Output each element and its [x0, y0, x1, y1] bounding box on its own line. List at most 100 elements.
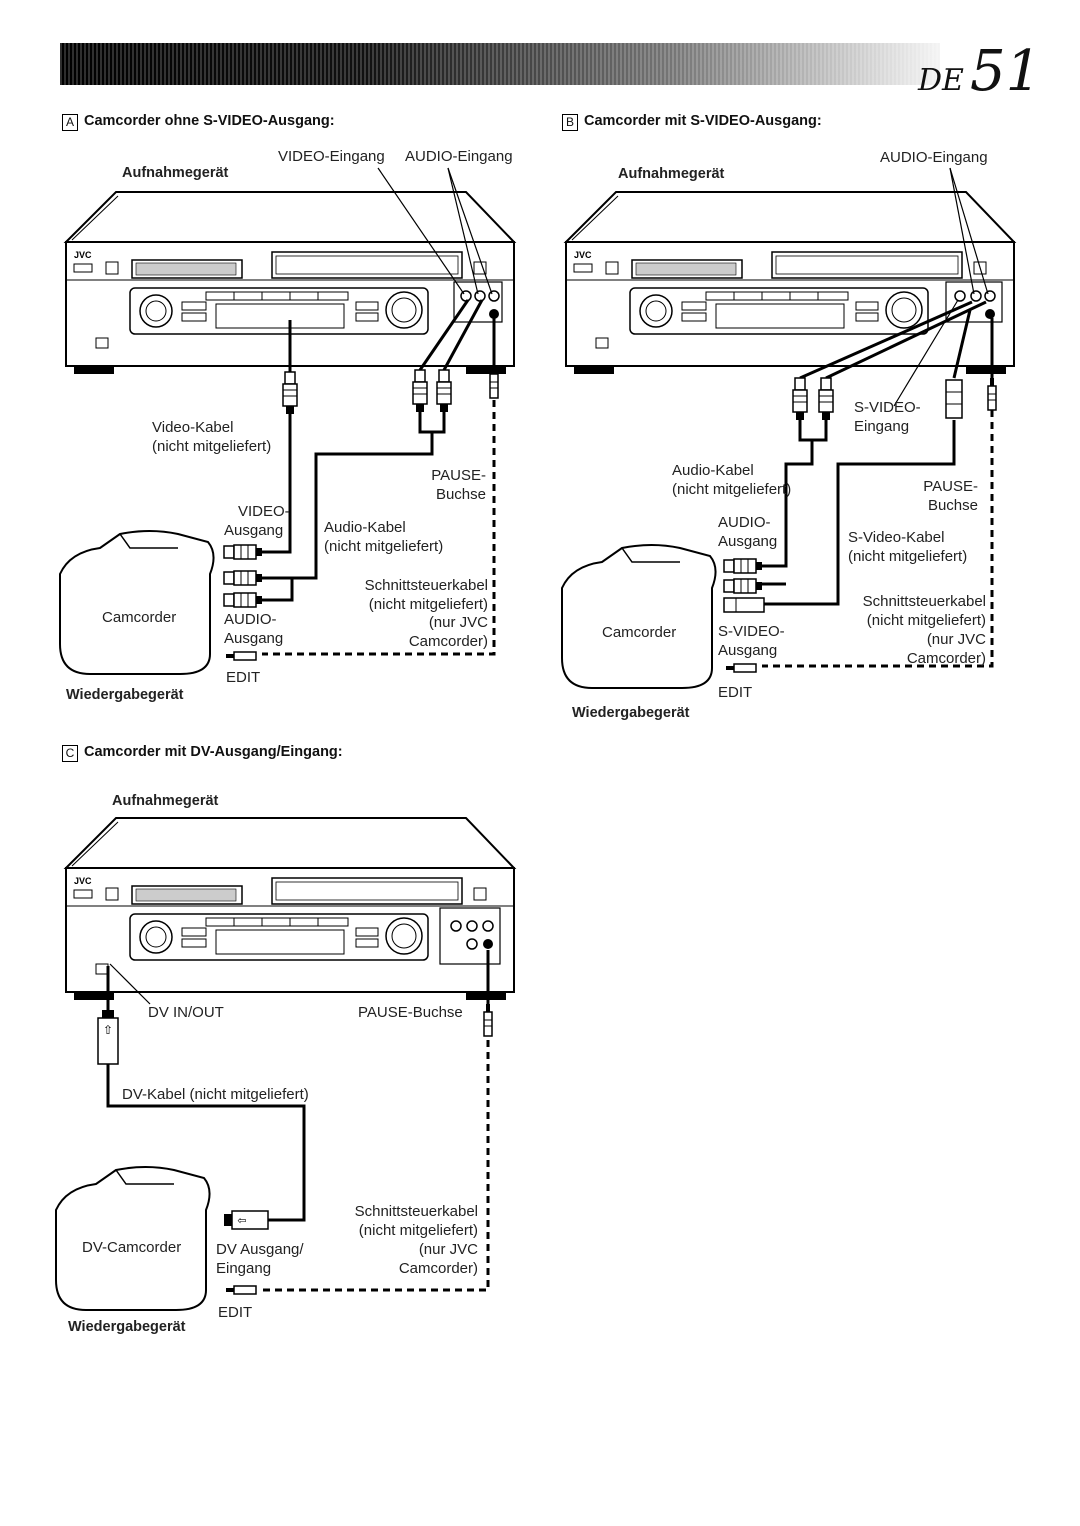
- edit-cable-note-c: (nicht mitgeliefert): [358, 1222, 478, 1239]
- section-c-title: Camcorder mit DV-Ausgang/Eingang:: [84, 744, 343, 760]
- edit-plug-rec-b: [987, 377, 997, 411]
- edit-plug-rec-c: [483, 1003, 493, 1037]
- section-c-heading: C Camcorder mit DV-Ausgang/Eingang:: [62, 744, 343, 762]
- jack-panel-c: [439, 907, 501, 965]
- dv-cable-label-c: DV-Kabel (nicht mitgeliefert): [122, 1086, 309, 1103]
- camcorder-label-c: DV-Camcorder: [82, 1239, 182, 1256]
- header-bar-graphic: [60, 43, 940, 85]
- edit-label-b: EDIT: [718, 684, 753, 701]
- jack-1-c: [450, 920, 462, 932]
- edit-cable-note2-a: (nur JVC: [428, 614, 488, 631]
- section-a-heading: A Camcorder ohne S-VIDEO-Ausgang:: [62, 113, 335, 131]
- video-out-label-a: VIDEO-: [238, 503, 290, 520]
- video-out-label2-a: Ausgang: [224, 522, 284, 539]
- dv-plug-cam-c: ⇦: [224, 1210, 269, 1230]
- edit-cable-label-b: Schnittsteuerkabel: [862, 593, 986, 610]
- recorder-label-a: Aufnahmegerät: [122, 165, 229, 181]
- edit-cable-label-a: Schnittsteuerkabel: [364, 577, 488, 594]
- edit-cable-note3-a: Camcorder): [408, 633, 488, 650]
- audio-in-label-a: AUDIO-Eingang: [405, 148, 513, 165]
- edit-cable-note-b: (nicht mitgeliefert): [866, 612, 986, 629]
- pause-label2-b: Buchse: [927, 497, 978, 514]
- svg-text:⇧: ⇧: [103, 1023, 113, 1037]
- player-label-b: Wiedergabegerät: [572, 705, 690, 721]
- camcorder-b: [561, 544, 717, 689]
- audio-plug-r-a: [436, 369, 452, 413]
- jack-panel-a: [453, 281, 503, 323]
- camcorder-label-a: Camcorder: [102, 609, 177, 626]
- s-video-in-jack-b: [954, 290, 966, 302]
- section-a-title: Camcorder ohne S-VIDEO-Ausgang:: [84, 113, 335, 129]
- jack-3-c: [482, 920, 494, 932]
- audio-out-label-a: AUDIO-: [224, 611, 277, 628]
- audio-cable-label-b: Audio-Kabel: [672, 462, 754, 479]
- audio-plug-l-b: [792, 377, 808, 421]
- language-code: DE: [918, 63, 964, 98]
- section-b-title: Camcorder mit S-VIDEO-Ausgang:: [584, 113, 822, 129]
- audio-r-jack-a: [488, 290, 500, 302]
- audio-cable-note-b: (nicht mitgeliefert): [672, 481, 792, 498]
- recorder-c-vcr: [65, 817, 515, 1001]
- recorder-b-vcr: [565, 191, 1015, 375]
- header-gradient-bar: [60, 43, 940, 85]
- video-out-plug-a: [223, 544, 263, 560]
- audio-in-label-b: AUDIO-Eingang: [880, 149, 988, 166]
- audio-out-plug-2-a: [223, 592, 263, 608]
- audio-plug-l-a: [412, 369, 428, 413]
- edit-label-a: EDIT: [226, 669, 261, 686]
- pause-jack-a: [489, 309, 499, 319]
- audio-cable-label-a: Audio-Kabel: [324, 519, 406, 536]
- svg-text:⇦: ⇦: [237, 1214, 246, 1227]
- s-video-cable-label-b: S-Video-Kabel: [848, 529, 945, 546]
- edit-plug-cam-b: [725, 663, 757, 673]
- dv-out-label2-c: Eingang: [216, 1260, 272, 1277]
- edit-cable-note2-b: (nur JVC: [926, 631, 986, 648]
- camcorder-label-b: Camcorder: [602, 624, 677, 641]
- s-video-in-label2-b: Eingang: [854, 418, 910, 435]
- audio-out-plug-2-b: [723, 578, 763, 594]
- edit-plug-cam-c: [225, 1285, 257, 1295]
- pause-label-b: PAUSE-: [923, 478, 978, 495]
- pause-label-c: PAUSE-Buchse: [358, 1004, 463, 1021]
- dv-inout-label-c: DV IN/OUT: [148, 1004, 224, 1021]
- pause-jack-b: [985, 309, 995, 319]
- section-b-letter: B: [562, 114, 578, 131]
- pause-label-a: PAUSE-: [431, 467, 486, 484]
- section-a-letter: A: [62, 114, 78, 131]
- video-plug-a: [282, 371, 298, 415]
- jack-2-c: [466, 920, 478, 932]
- dv-plug-rec-c: ⇧: [97, 1010, 119, 1065]
- edit-cable-label-c: Schnittsteuerkabel: [354, 1203, 478, 1220]
- section-c-letter: C: [62, 745, 78, 762]
- video-in-label-a: VIDEO-Eingang: [278, 148, 385, 165]
- player-label-a: Wiedergabegerät: [66, 687, 184, 703]
- pause-label2-a: Buchse: [435, 486, 486, 503]
- camcorder-a: [59, 530, 215, 675]
- audio-l-jack-b: [970, 290, 982, 302]
- video-cable-note-a: (nicht mitgeliefert): [152, 438, 272, 455]
- recorder-label-b: Aufnahmegerät: [618, 166, 725, 182]
- section-b-heading: B Camcorder mit S-VIDEO-Ausgang:: [562, 113, 822, 131]
- jack-panel-b: [945, 281, 1003, 323]
- s-video-out-label-b: S-VIDEO-: [718, 623, 785, 640]
- edit-label-c: EDIT: [218, 1304, 253, 1321]
- audio-out-plug-1-a: [223, 570, 263, 586]
- s-video-cable-note-b: (nicht mitgeliefert): [848, 548, 968, 565]
- edit-cable-note3-b: Camcorder): [906, 650, 986, 667]
- dv-out-label-c: DV Ausgang/: [216, 1241, 304, 1258]
- pause-jack-c: [483, 939, 493, 949]
- edit-cable-note2-c: (nur JVC: [418, 1241, 478, 1258]
- video-cable-label-a: Video-Kabel: [152, 419, 234, 436]
- audio-out-label2-b: Ausgang: [718, 533, 778, 550]
- s-video-in-label-b: S-VIDEO-: [854, 399, 921, 416]
- audio-cable-note-a: (nicht mitgeliefert): [324, 538, 444, 555]
- edit-cable-note-a: (nicht mitgeliefert): [368, 596, 488, 613]
- s-video-out-plug-b: [723, 597, 765, 613]
- page-number: 51: [969, 39, 1042, 104]
- audio-out-plug-1-b: [723, 558, 763, 574]
- s-video-jack-c: [466, 938, 478, 950]
- audio-r-jack-b: [984, 290, 996, 302]
- edit-plug-cam-a: [225, 651, 257, 661]
